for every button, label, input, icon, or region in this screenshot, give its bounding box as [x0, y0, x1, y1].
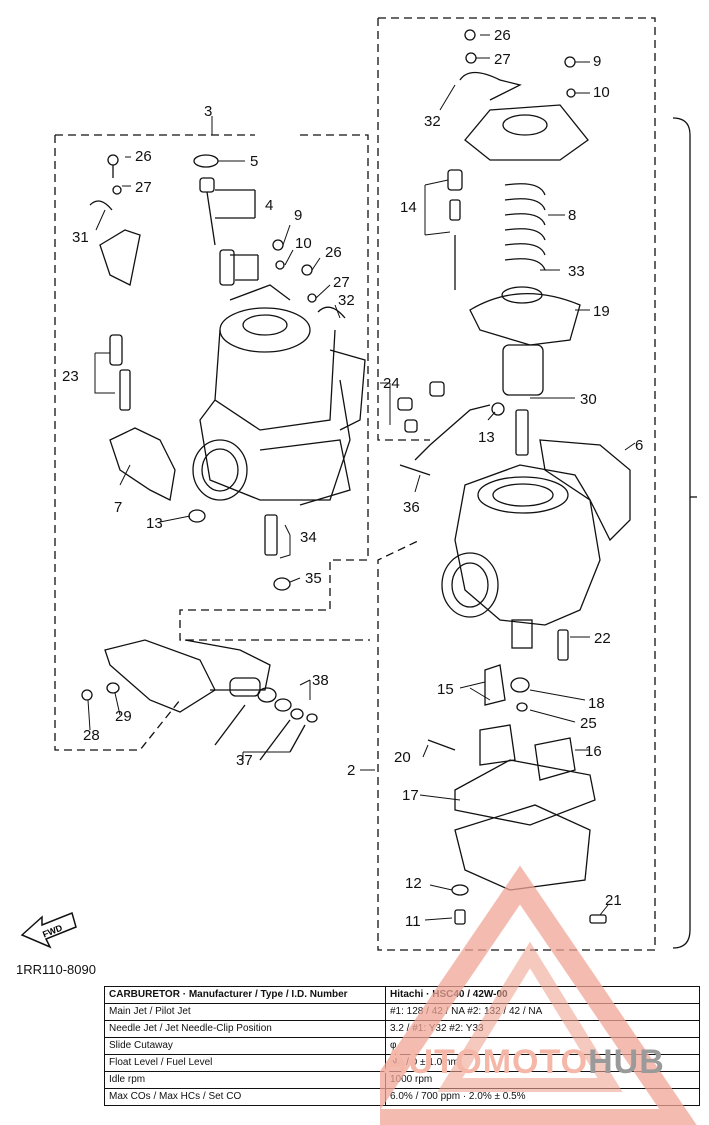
callout-4: 4	[265, 197, 273, 214]
spec-row: CARBURETOR · Manufacturer / Type / I.D. …	[104, 986, 700, 1004]
callout-13: 13	[146, 515, 163, 532]
callout-26: 26	[325, 244, 342, 261]
spec-key: Slide Cutaway	[104, 1037, 386, 1055]
callout-18: 18	[588, 695, 605, 712]
callout-38: 38	[312, 672, 329, 689]
autmotohub-watermark-logo	[380, 865, 697, 1125]
callout-5: 5	[250, 153, 258, 170]
callout-10: 10	[295, 235, 312, 252]
left-small-parts	[81, 154, 346, 761]
spec-key: Needle Jet / Jet Needle-Clip Position	[104, 1020, 386, 1038]
callout-31: 31	[72, 229, 89, 246]
group-3-boundary	[54, 134, 370, 751]
spec-key: Idle rpm	[104, 1071, 386, 1089]
callout-32: 32	[424, 113, 441, 130]
callout-20: 20	[394, 749, 411, 766]
callout-11: 11	[405, 913, 421, 930]
callout-16: 16	[585, 743, 602, 760]
callout-2: 2	[347, 762, 355, 779]
callout-32: 32	[338, 292, 355, 309]
callout-24: 24	[383, 375, 400, 392]
callout-19: 19	[593, 303, 610, 320]
callout-28: 28	[83, 727, 100, 744]
callout-25: 25	[580, 715, 597, 732]
callout-7: 7	[114, 499, 122, 516]
callout-23: 23	[62, 368, 79, 385]
callout-21: 21	[605, 892, 622, 909]
callout-33: 33	[568, 263, 585, 280]
callout-9: 9	[294, 207, 302, 224]
callout-8: 8	[568, 207, 576, 224]
callout-22: 22	[594, 630, 611, 647]
spec-key: Float Level / Fuel Level	[104, 1054, 386, 1072]
callout-13: 13	[478, 429, 495, 446]
watermark-text: AUTOMOTOHUB	[383, 1043, 665, 1081]
leader-lines	[87, 34, 636, 921]
diagram-part-code: 1RR110-8090	[16, 962, 96, 977]
callout-14: 14	[400, 199, 417, 216]
callout-15: 15	[437, 681, 454, 698]
callout-35: 35	[305, 570, 322, 587]
callout-labels: 3 26 5 27 4 31 9 10 26 27 32 23 7 13 34 …	[62, 27, 643, 930]
callout-10: 10	[593, 84, 610, 101]
left-carburetor-body	[192, 284, 366, 506]
callout-12: 12	[405, 875, 422, 892]
callout-3: 3	[204, 103, 212, 120]
spec-key: Max COs / Max HCs / Set CO	[104, 1088, 386, 1106]
callout-34: 34	[300, 529, 317, 546]
spec-key: CARBURETOR · Manufacturer / Type / I.D. …	[104, 986, 386, 1004]
callout-27: 27	[494, 51, 511, 68]
callout-36: 36	[403, 499, 420, 516]
callout-26: 26	[135, 148, 152, 165]
group-2-boundary	[377, 17, 656, 951]
callout-27: 27	[135, 179, 152, 196]
callout-26: 26	[494, 27, 511, 44]
spec-key: Main Jet / Pilot Jet	[104, 1003, 386, 1021]
callout-9: 9	[593, 53, 601, 70]
callout-29: 29	[115, 708, 132, 725]
callout-27: 27	[333, 274, 350, 291]
right-carburetor-body	[397, 29, 631, 925]
forward-arrow-icon: FWD	[20, 911, 77, 949]
callout-37: 37	[236, 752, 253, 769]
callout-17: 17	[402, 787, 419, 804]
callout-6: 6	[635, 437, 643, 454]
group-bracket-right	[672, 117, 691, 949]
callout-30: 30	[580, 391, 597, 408]
